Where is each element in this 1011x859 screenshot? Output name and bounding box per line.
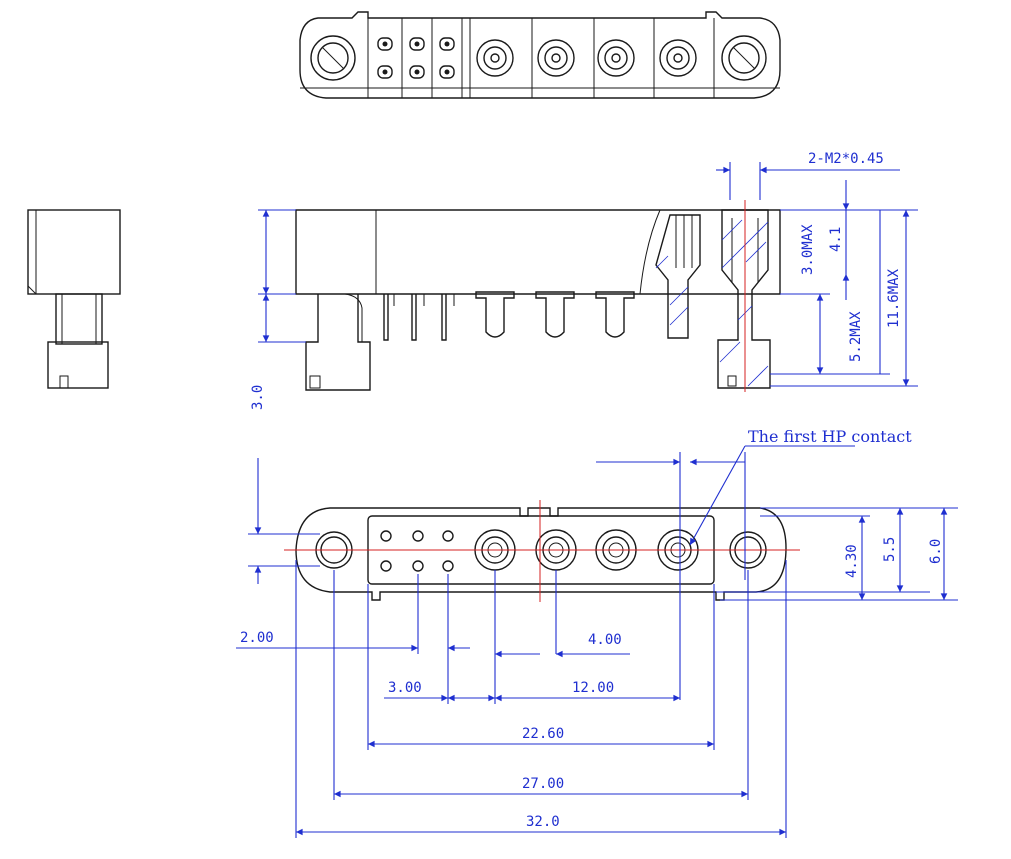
dim-27-00: 27.00 [522, 776, 564, 792]
first-hp-contact-label: The first HP contact [748, 427, 912, 446]
dim-3-0max: 3.0MAX [800, 224, 816, 275]
dim-3-00: 3.00 [388, 680, 422, 696]
signal-pins-top [377, 37, 455, 79]
dim-thread: 2-M2*0.45 [808, 151, 884, 167]
mounting-hole-left [310, 35, 356, 81]
dim-5-2max: 5.2MAX [848, 311, 864, 362]
dimension-lines [236, 162, 958, 838]
threaded-insert [717, 200, 771, 392]
signal-pins-bottom [380, 530, 454, 572]
dim-12-00: 12.00 [572, 680, 614, 696]
dim-4-1: 4.1 [828, 227, 844, 252]
dim-32-0: 32.0 [526, 814, 560, 830]
top-view [299, 11, 781, 99]
hp-contact-section [655, 214, 701, 339]
dim-2-00: 2.00 [240, 630, 274, 646]
left-boss [305, 293, 371, 391]
dim-22-60: 22.60 [522, 726, 564, 742]
dim-3-0: 3.0 [250, 385, 266, 410]
signal-pins-front [383, 294, 455, 341]
front-view [295, 200, 781, 392]
power-contacts-top [476, 39, 697, 77]
dimension-labels: 2-M2*0.45 3.0MAX 4.1 5.2MAX 11.6MAX 3.0 … [240, 151, 944, 830]
dim-5-5: 5.5 [882, 537, 898, 562]
power-pins-front [475, 291, 635, 338]
end-view [27, 209, 121, 389]
dim-11-6max: 11.6MAX [886, 268, 902, 328]
mounting-hole-right [721, 35, 767, 81]
dim-4-00: 4.00 [588, 632, 622, 648]
dim-4-30: 4.30 [844, 544, 860, 578]
bottom-view [284, 500, 800, 602]
dim-6-0: 6.0 [928, 539, 944, 564]
